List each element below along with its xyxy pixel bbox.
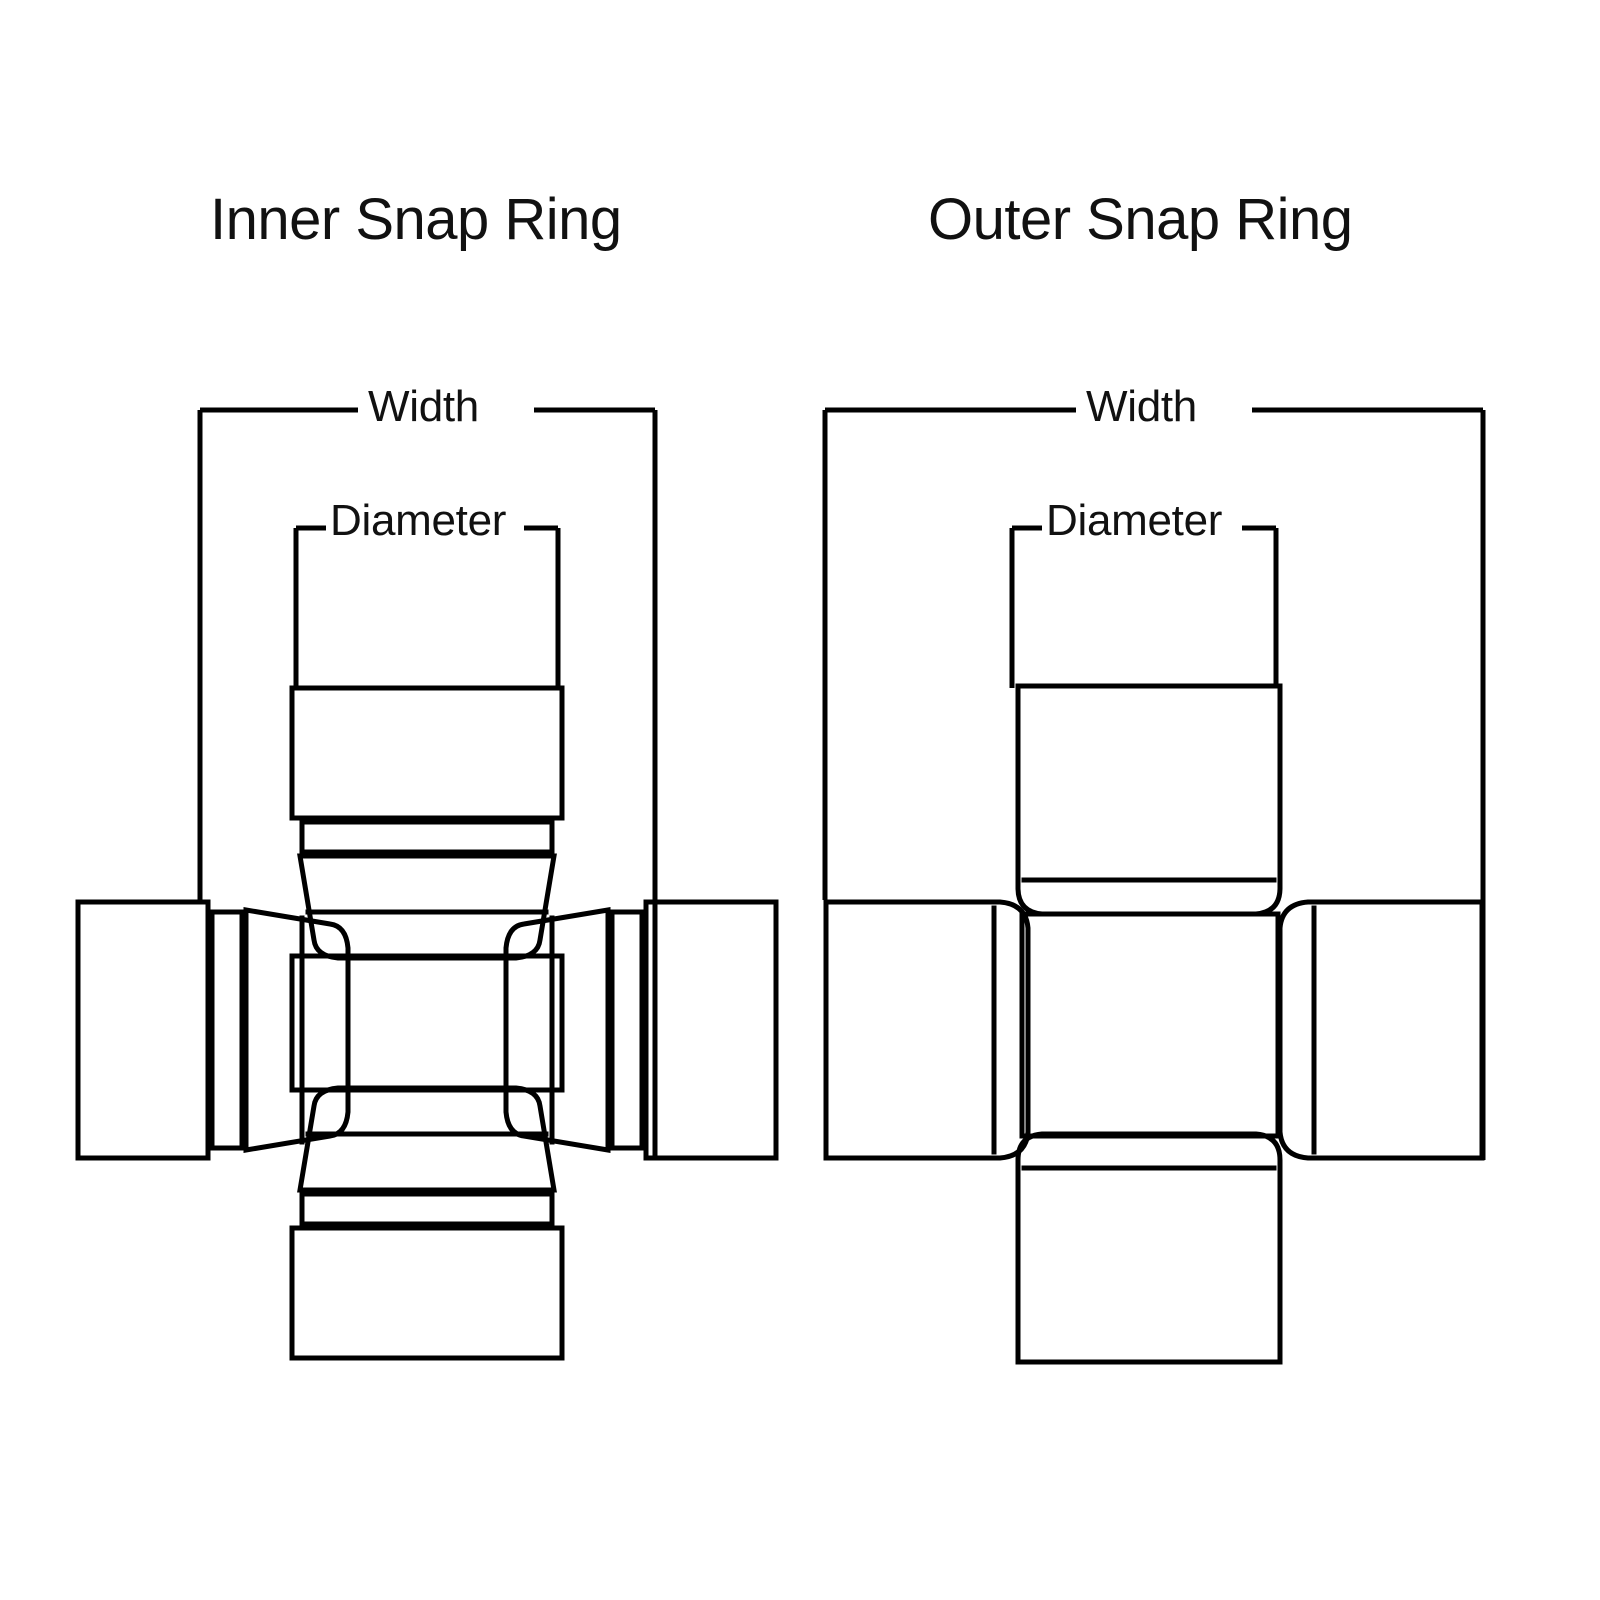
bearing-cap-top-inner (289, 685, 565, 961)
dimension-diameter-inner (293, 525, 561, 688)
panel-title-inner: Inner Snap Ring (210, 187, 622, 252)
dimension-label-width-outer: Width (1086, 382, 1197, 431)
bearing-cap-left-outer (823, 899, 1031, 1161)
dimension-diameter-outer (1009, 525, 1279, 688)
cross-body-outer (1019, 911, 1281, 1139)
bearing-cap-left-inner (75, 899, 351, 1161)
panel-title-outer: Outer Snap Ring (928, 187, 1353, 252)
bearing-cap-bottom-outer (1015, 1131, 1283, 1365)
dimension-label-diameter-outer: Diameter (1046, 496, 1223, 545)
bearing-cap-top-outer (1015, 683, 1283, 917)
bearing-cap-right-inner (503, 899, 779, 1161)
cross-body-inner (289, 953, 565, 1093)
bearing-cap-bottom-inner (289, 1085, 565, 1361)
inner-snap-ring-drawing (75, 407, 779, 1361)
outer-snap-ring-drawing (822, 407, 1486, 1365)
dimension-label-width-inner: Width (368, 382, 479, 431)
dimension-label-diameter-inner: Diameter (330, 496, 507, 545)
bearing-cap-right-outer (1277, 899, 1485, 1161)
